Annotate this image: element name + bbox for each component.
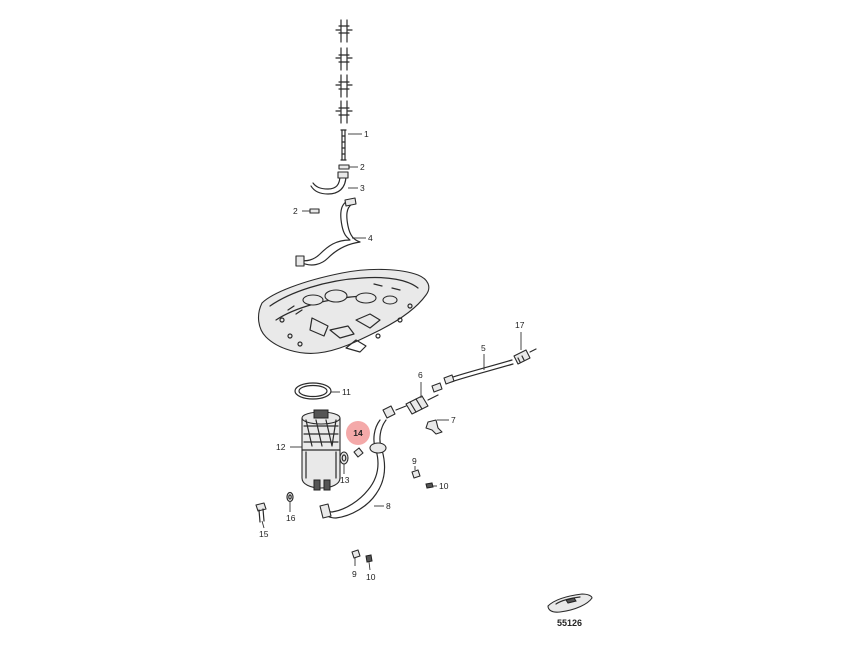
part-14-clip xyxy=(353,447,364,458)
callout-9-bottom[interactable]: 9 xyxy=(352,569,357,579)
callout-7[interactable]: 7 xyxy=(451,415,456,425)
figure-number: 55126 xyxy=(557,618,582,628)
part-9-clamp-right xyxy=(411,469,421,479)
callout-8[interactable]: 8 xyxy=(386,501,391,511)
part-11-oring xyxy=(294,382,332,400)
callout-14-highlight xyxy=(346,421,370,445)
fitting-stack xyxy=(335,19,353,124)
callout-4[interactable]: 4 xyxy=(368,233,373,243)
callout-15[interactable]: 15 xyxy=(259,529,269,539)
part-4-hose xyxy=(295,197,361,267)
part-10-screw-bottom xyxy=(365,554,373,563)
part-9-clamp-bottom xyxy=(351,549,361,559)
callout-1[interactable]: 1 xyxy=(364,129,369,139)
part-3-hose xyxy=(310,171,349,195)
leader-lines xyxy=(261,133,522,571)
callout-11[interactable]: 11 xyxy=(342,387,351,397)
callout-5[interactable]: 5 xyxy=(481,343,486,353)
callout-3[interactable]: 3 xyxy=(360,183,365,193)
callout-10-bottom[interactable]: 10 xyxy=(366,572,376,582)
part-6-filter xyxy=(395,394,439,415)
callout-9-right[interactable]: 9 xyxy=(412,456,417,466)
part-8-fuel-hose xyxy=(319,405,396,519)
callout-10-right[interactable]: 10 xyxy=(439,481,449,491)
part-13-grommet xyxy=(339,451,349,465)
part-12-pump-assembly xyxy=(301,409,341,491)
part-17-fitting xyxy=(513,348,537,365)
callout-14[interactable]: 14 xyxy=(353,428,363,438)
boat-icon xyxy=(547,593,593,613)
part-15-bolt xyxy=(255,502,267,523)
part-10-screw-right xyxy=(425,482,434,489)
part-7-bracket xyxy=(425,419,443,435)
callout-2-upper[interactable]: 2 xyxy=(360,162,365,172)
callout-2-lower[interactable]: 2 xyxy=(293,206,298,216)
part-1-rod xyxy=(340,129,347,161)
part-16-washer xyxy=(286,491,294,503)
part-2-pin-lower xyxy=(309,208,320,214)
callout-17[interactable]: 17 xyxy=(515,320,525,330)
part-2-pin-upper xyxy=(338,164,350,170)
adapter-plate xyxy=(257,268,430,354)
callout-12[interactable]: 12 xyxy=(276,442,286,452)
callout-16[interactable]: 16 xyxy=(286,513,296,523)
callout-13[interactable]: 13 xyxy=(340,475,350,485)
callout-6[interactable]: 6 xyxy=(418,370,423,380)
part-5-line xyxy=(431,359,514,393)
